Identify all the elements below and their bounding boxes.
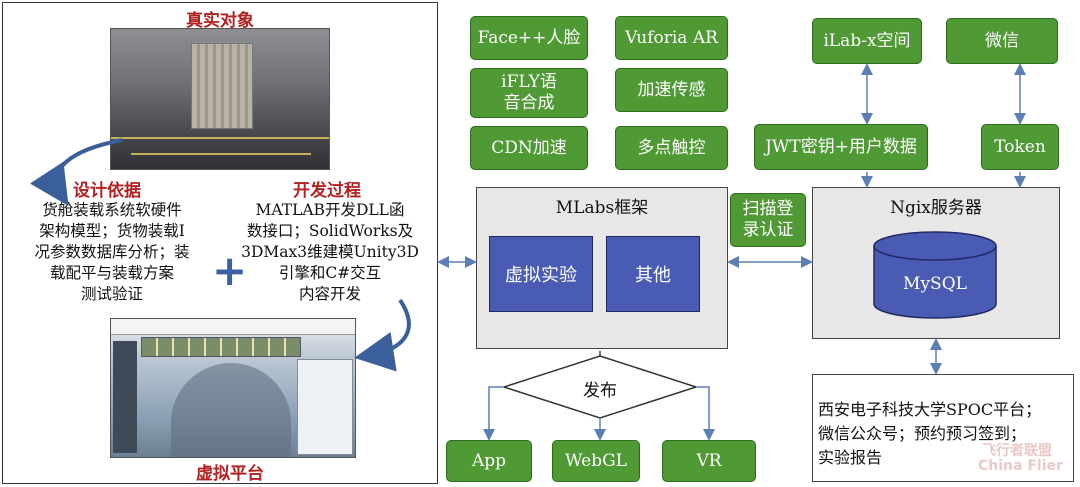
cargo-container bbox=[191, 43, 253, 129]
scan-login-line: 扫描登 bbox=[742, 199, 794, 219]
real-object-title: 真实对象 bbox=[186, 11, 254, 31]
dev-process-title: 开发过程 bbox=[293, 181, 361, 201]
webgl-output-button: WebGL bbox=[552, 440, 640, 482]
app-output-button: App bbox=[446, 440, 532, 482]
other-box: 其他 bbox=[606, 236, 700, 312]
dev-process-line: 数接口；SolidWorks及 bbox=[246, 222, 414, 240]
platform-text: 西安电子科技大学SPOC平台； 微信公众号；预约预习签到； 实验报告 bbox=[818, 398, 1074, 470]
accel-sensor-button: 加速传感 bbox=[615, 68, 728, 112]
scan-login-line: 录认证 bbox=[742, 220, 794, 240]
ifly-tts-button: iFLY语 音合成 bbox=[470, 68, 588, 118]
ilab-x-button: iLab-x空间 bbox=[812, 18, 922, 64]
ngix-title: Ngix服务器 bbox=[890, 198, 982, 218]
floor-track bbox=[111, 137, 329, 139]
token-button: Token bbox=[981, 124, 1059, 170]
design-basis-line: 载配平与装载方案 bbox=[49, 264, 174, 282]
dev-process-line: MATLAB开发DLL函 bbox=[255, 201, 405, 219]
floor-track bbox=[131, 153, 311, 155]
design-basis-title: 设计依据 bbox=[73, 181, 141, 201]
virtual-platform-screenshot bbox=[110, 318, 356, 458]
plus-icon: + bbox=[212, 246, 248, 295]
app-sidebar bbox=[113, 341, 137, 453]
mysql-label: MySQL bbox=[903, 274, 967, 294]
mlabs-title: MLabs框架 bbox=[555, 198, 649, 218]
publish-label: 发布 bbox=[583, 381, 617, 401]
virtual-experiment-box: 虚拟实验 bbox=[489, 236, 593, 312]
vuforia-ar-button: Vuforia AR bbox=[615, 16, 728, 60]
dev-process-text: MATLAB开发DLL函 数接口；SolidWorks及 3DMax3维建模Un… bbox=[226, 200, 434, 305]
platform-box bbox=[812, 374, 1074, 482]
arrow-publish-app bbox=[483, 386, 504, 441]
mysql-database-icon bbox=[873, 231, 997, 319]
platform-line: 西安电子科技大学SPOC平台； bbox=[818, 400, 1042, 419]
design-basis-line: 货舱装载系统软硬件 bbox=[42, 201, 182, 219]
design-basis-text: 货舱装载系统软硬件 架构模型；货物装载I 况参数数据库分析；装 载配平与装载方案… bbox=[14, 200, 210, 305]
cargo-grid bbox=[141, 337, 301, 357]
watermark-line: China Flier bbox=[978, 458, 1063, 474]
multitouch-button: 多点触控 bbox=[615, 126, 728, 170]
arrow-publish-vr bbox=[696, 386, 715, 441]
design-basis-line: 测试验证 bbox=[80, 285, 143, 303]
jwt-user-data-button: JWT密钥+用户数据 bbox=[754, 124, 928, 170]
vr-output-button: VR bbox=[662, 440, 756, 482]
design-basis-line: 况参数数据库分析；装 bbox=[34, 243, 190, 261]
scan-login-auth-button: 扫描登 录认证 bbox=[730, 193, 806, 247]
cdn-button: CDN加速 bbox=[470, 126, 588, 170]
curved-arrow-dev bbox=[354, 298, 411, 372]
dev-process-line: 3DMax3维建模Unity3D bbox=[241, 243, 419, 261]
curved-arrow-design bbox=[29, 138, 123, 207]
design-basis-line: 架构模型；货物装载I bbox=[39, 222, 185, 240]
virtual-platform-title: 虚拟平台 bbox=[196, 464, 264, 484]
face-plus-plus-button: Face++人脸 bbox=[470, 16, 588, 60]
watermark-line: 飞行者联盟 bbox=[982, 443, 1052, 459]
dev-process-line: 内容开发 bbox=[298, 285, 361, 303]
platform-line: 实验报告 bbox=[818, 448, 883, 467]
platform-line: 微信公众号；预约预习签到； bbox=[818, 424, 1027, 443]
wechat-button: 微信 bbox=[946, 18, 1058, 64]
fuselage-view bbox=[171, 363, 291, 457]
ifly-line: iFLY语 bbox=[501, 72, 557, 92]
ifly-line: 音合成 bbox=[503, 93, 555, 113]
dev-process-line: 引擎和C#交互 bbox=[278, 264, 382, 282]
app-toolbar bbox=[111, 319, 355, 335]
cargo-hold-photo bbox=[110, 28, 330, 170]
app-info-panel bbox=[297, 359, 353, 455]
